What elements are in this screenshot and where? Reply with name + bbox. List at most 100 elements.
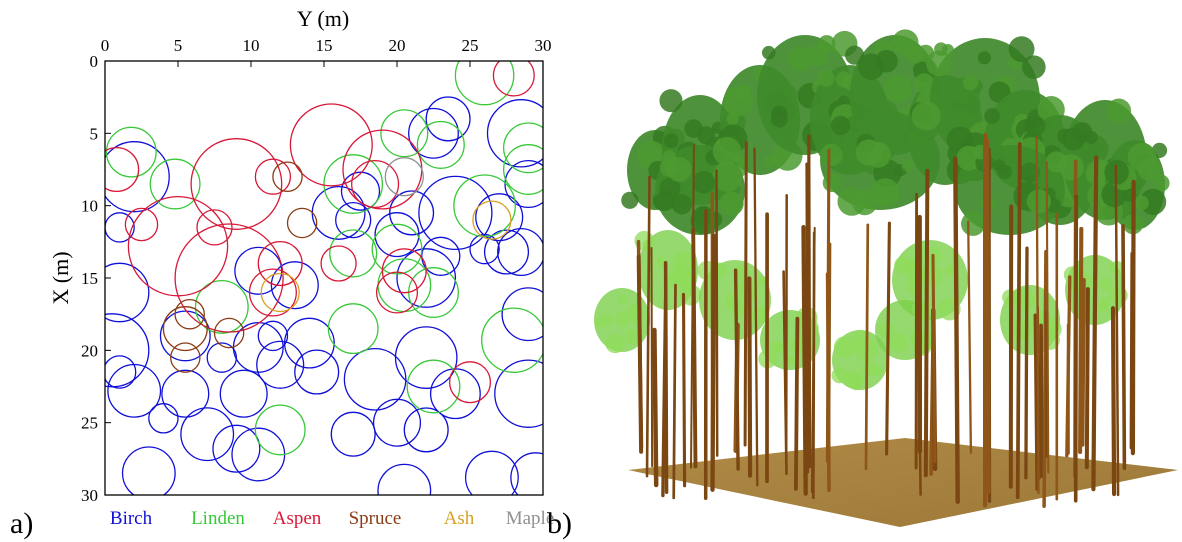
foliage-dab — [884, 74, 912, 103]
crown-circle-aspen — [196, 209, 233, 246]
crown-circle-aspen — [381, 248, 427, 294]
crown-circle-birch — [374, 212, 420, 258]
tree-trunk — [753, 147, 759, 487]
foliage-dab — [1152, 174, 1170, 192]
crown-circle-birch — [408, 107, 459, 159]
crown-circle-birch — [159, 310, 211, 362]
tree-trunk — [1035, 135, 1040, 495]
tree-trunk — [672, 283, 677, 500]
foliage-dab — [1139, 188, 1167, 215]
foliage-dab — [1045, 151, 1068, 173]
left-tick-label: 0 — [90, 52, 99, 71]
foliage-dab — [719, 191, 744, 216]
foliage-dab — [1099, 278, 1113, 291]
crown-circle-birch — [219, 369, 268, 418]
crown-circle-aspen — [351, 159, 400, 209]
tree-trunk — [1078, 226, 1084, 455]
left-axis-title: X (m) — [48, 251, 73, 304]
tree-trunk — [784, 193, 788, 465]
crown-circle-birch — [497, 227, 543, 277]
crown-circle-spruce — [213, 317, 245, 349]
foliage-dab — [830, 115, 851, 136]
crown-circle-birch — [394, 326, 458, 389]
legend-item-birch: Birch — [110, 508, 153, 529]
tree-trunk — [864, 223, 870, 471]
tree-trunk — [885, 221, 891, 456]
foliage-dab — [820, 143, 843, 167]
crown-circle-birch — [105, 262, 150, 323]
crown-circles — [105, 61, 543, 495]
top-tick-label: 15 — [316, 36, 333, 55]
crown-circle-aspen — [254, 158, 292, 195]
foliage-dab — [663, 133, 679, 149]
left-tick-label: 10 — [81, 197, 98, 216]
crown-circle-linden — [105, 126, 157, 178]
crown-circle-birch — [234, 246, 283, 295]
crown-circle-birch — [335, 201, 372, 239]
tree-trunk — [914, 193, 919, 470]
crown-circle-linden — [454, 61, 515, 106]
foliage-dab — [654, 191, 675, 211]
crown-circle-birch — [121, 446, 176, 495]
foliage-dab — [666, 156, 692, 182]
foliage-dab — [844, 370, 864, 389]
tree-trunk — [1015, 142, 1022, 500]
tree-trunk — [1073, 194, 1079, 503]
crown-circle-birch — [283, 317, 335, 369]
foliage-dab — [944, 264, 957, 277]
crown-circle-linden — [329, 229, 378, 278]
crown-circle-birch — [294, 349, 340, 395]
crown-circle-birch — [475, 193, 524, 242]
crown-circle-linden — [453, 174, 516, 238]
legend-item-spruce: Spruce — [349, 508, 402, 529]
crown-circle-birch — [105, 355, 137, 389]
panel-label-a: a) — [10, 507, 33, 540]
crown-circle-linden — [377, 258, 432, 313]
foliage-dab — [761, 45, 776, 60]
crown-circle-birch — [469, 233, 500, 265]
foliage-dab — [671, 194, 692, 215]
tree-trunk — [690, 144, 695, 469]
foliage-dab — [870, 178, 900, 207]
crown-circle-birch — [418, 175, 493, 251]
legend-item-ash: Ash — [444, 508, 475, 529]
crown-circle-spruce — [272, 161, 303, 192]
tree-trunk — [681, 292, 687, 488]
crown-circle-linden — [380, 109, 429, 158]
crown-circle-birch — [483, 229, 530, 275]
foliage-dab — [997, 164, 1013, 180]
tree-trunk — [1045, 161, 1050, 474]
crown-circle-birch — [464, 450, 519, 495]
foliage-dab — [831, 367, 848, 384]
crown-circle-birch — [206, 342, 238, 373]
crown-circle-birch — [377, 463, 432, 495]
foliage-dab — [817, 69, 835, 87]
foliage-dab — [712, 161, 743, 192]
top-tick-label: 5 — [174, 36, 183, 55]
foliage-dab — [855, 139, 883, 166]
foliage-dab — [878, 321, 895, 339]
crown-circle-spruce — [162, 306, 208, 352]
foliage-dab — [771, 105, 788, 123]
foliage-dab — [788, 46, 813, 71]
crown-circle-spruce — [170, 342, 201, 373]
foliage-dab — [906, 45, 925, 64]
left-tick-label: 30 — [81, 486, 98, 505]
crown-circle-birch — [343, 347, 407, 411]
foliage-dab — [618, 294, 629, 305]
tree-trunk — [1121, 224, 1127, 471]
foliage-dab — [692, 170, 716, 194]
foliage-dab — [962, 74, 979, 91]
crown-circle-ash — [472, 200, 512, 240]
crown-circle-linden — [502, 144, 543, 195]
tree-trunk — [715, 169, 719, 457]
crown-circle-maple — [384, 157, 424, 197]
tree-trunk — [811, 231, 816, 500]
crown-circle-birch — [396, 248, 457, 308]
tree-trunk — [636, 254, 644, 454]
foliage-dab — [904, 257, 916, 269]
top-tick-label: 30 — [535, 36, 552, 55]
tree-trunk — [663, 261, 669, 494]
